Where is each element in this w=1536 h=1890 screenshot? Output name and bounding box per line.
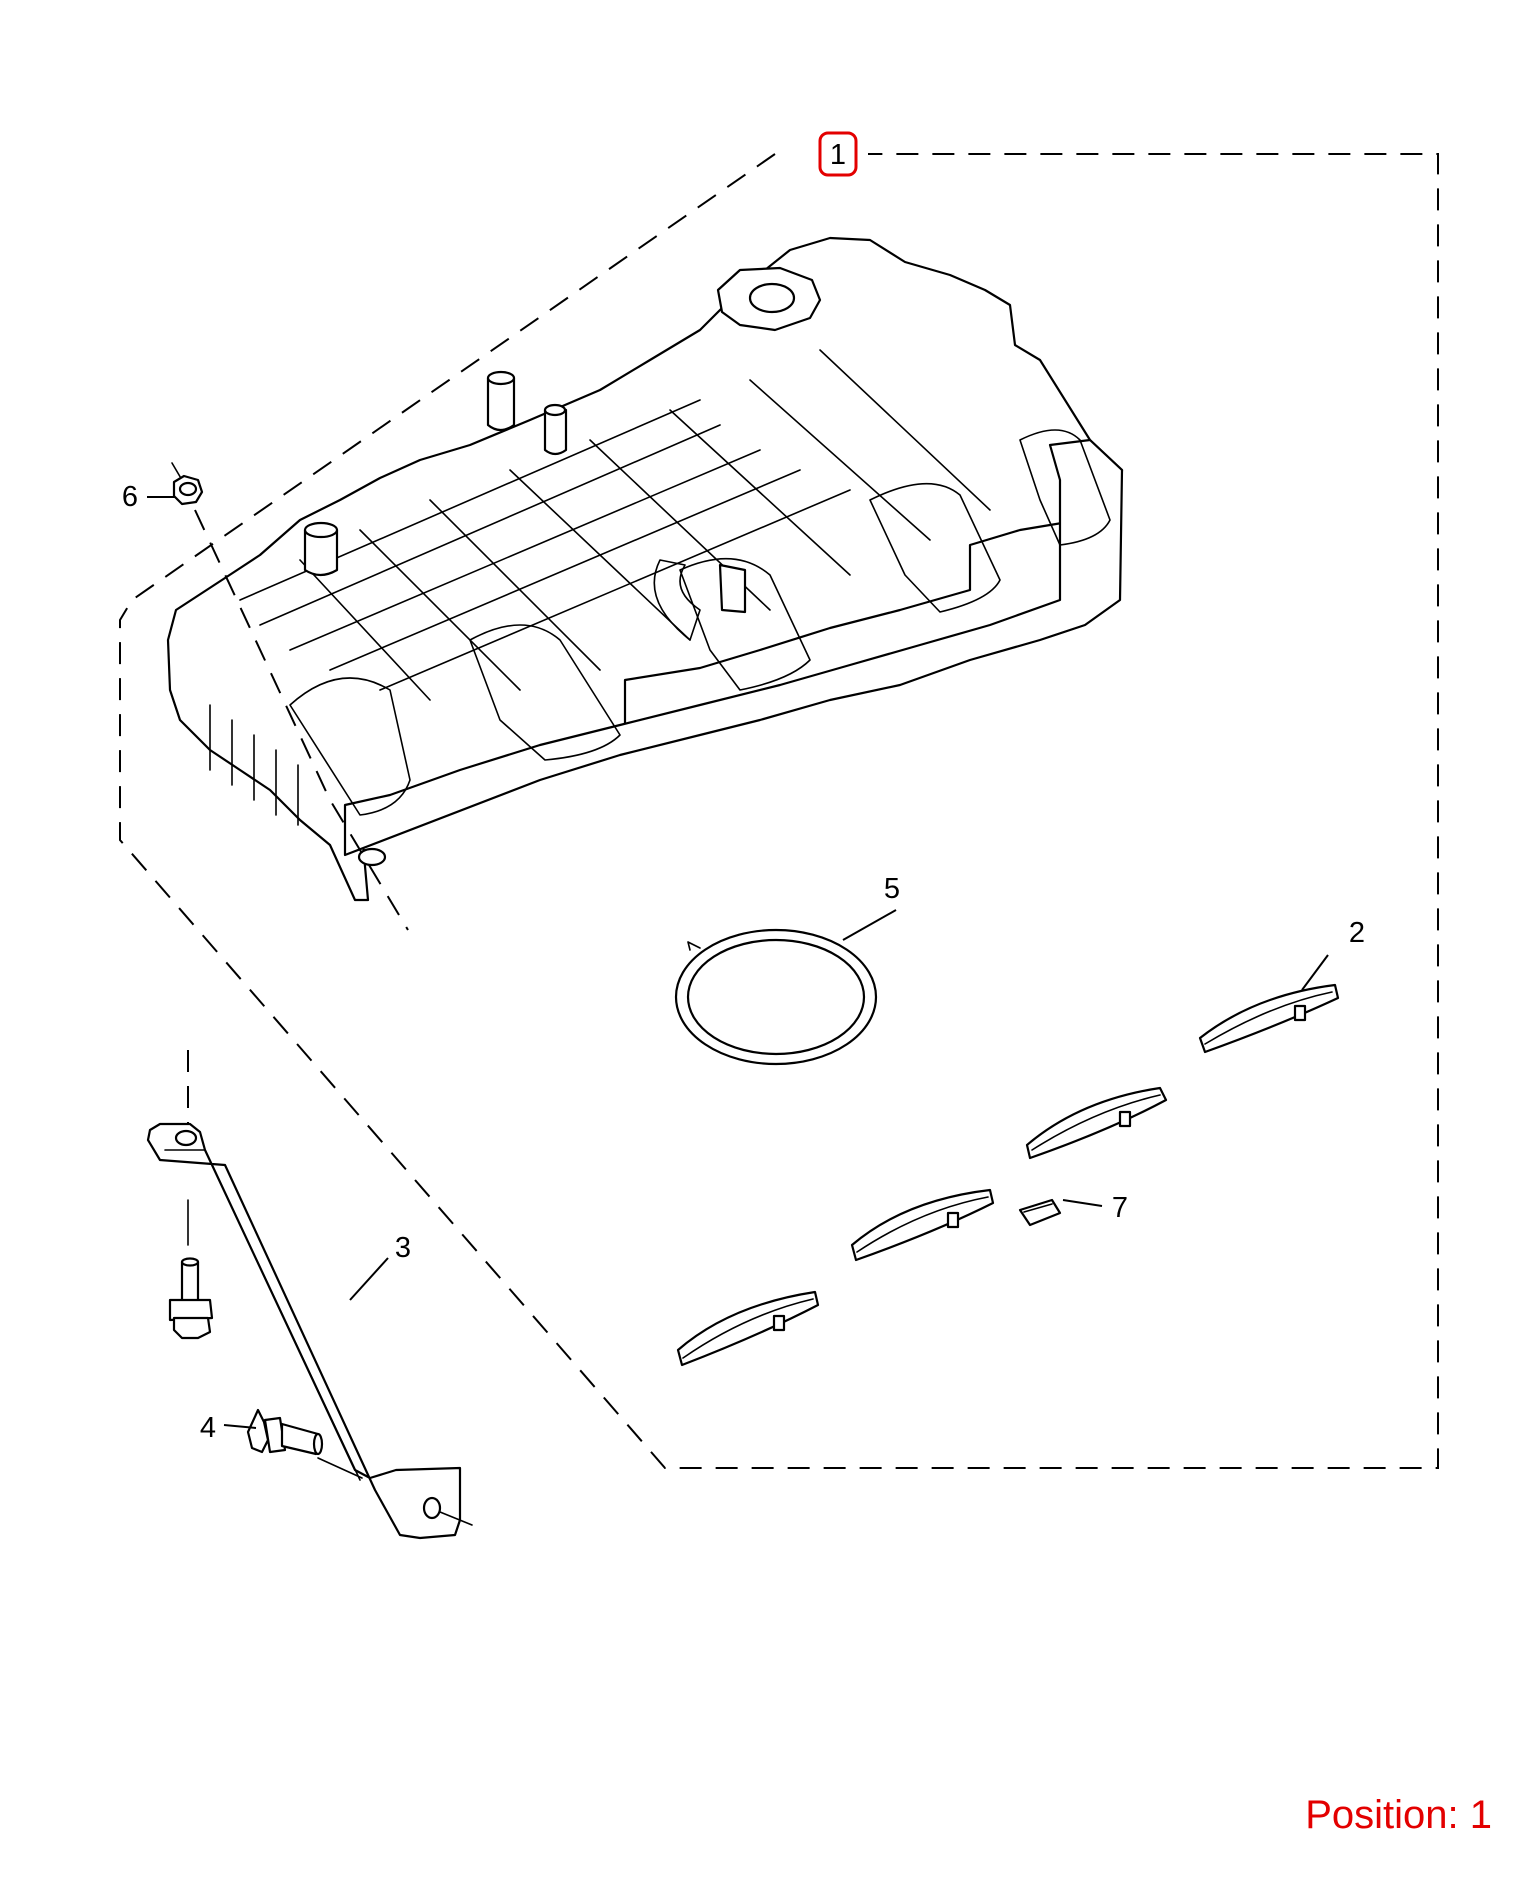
callout-2[interactable]: 2 xyxy=(1349,917,1365,949)
bolt-4-axis xyxy=(317,1457,363,1479)
small-seal-part-7[interactable] xyxy=(1018,1198,1062,1227)
leader-3 xyxy=(349,1257,389,1301)
assembly-boundary xyxy=(119,153,1439,1469)
position-label: Position: 1 xyxy=(1305,1793,1492,1837)
leader-7 xyxy=(1062,1199,1103,1207)
intake-manifold[interactable] xyxy=(166,236,1124,902)
bolt-part-4[interactable] xyxy=(246,1408,324,1456)
callout-1[interactable]: 1 xyxy=(830,139,846,171)
nut-part-6[interactable] xyxy=(171,462,204,506)
bracket-lower-axis xyxy=(439,1511,473,1526)
callout-3[interactable]: 3 xyxy=(395,1232,411,1264)
bracket-part-3[interactable] xyxy=(146,1122,462,1540)
leader-2 xyxy=(1301,954,1329,991)
callout-7[interactable]: 7 xyxy=(1112,1192,1128,1224)
seal-ring-part-5[interactable] xyxy=(674,928,878,1066)
leader-5 xyxy=(842,909,897,941)
selected-callout-box xyxy=(818,131,858,177)
bracket-bolt-upper[interactable] xyxy=(168,1257,214,1340)
callout-5[interactable]: 5 xyxy=(884,873,900,905)
callout-6[interactable]: 6 xyxy=(122,481,138,513)
callout-4[interactable]: 4 xyxy=(200,1412,216,1444)
runner-gaskets-part-2[interactable] xyxy=(676,983,1340,1367)
leader-4 xyxy=(223,1424,257,1429)
